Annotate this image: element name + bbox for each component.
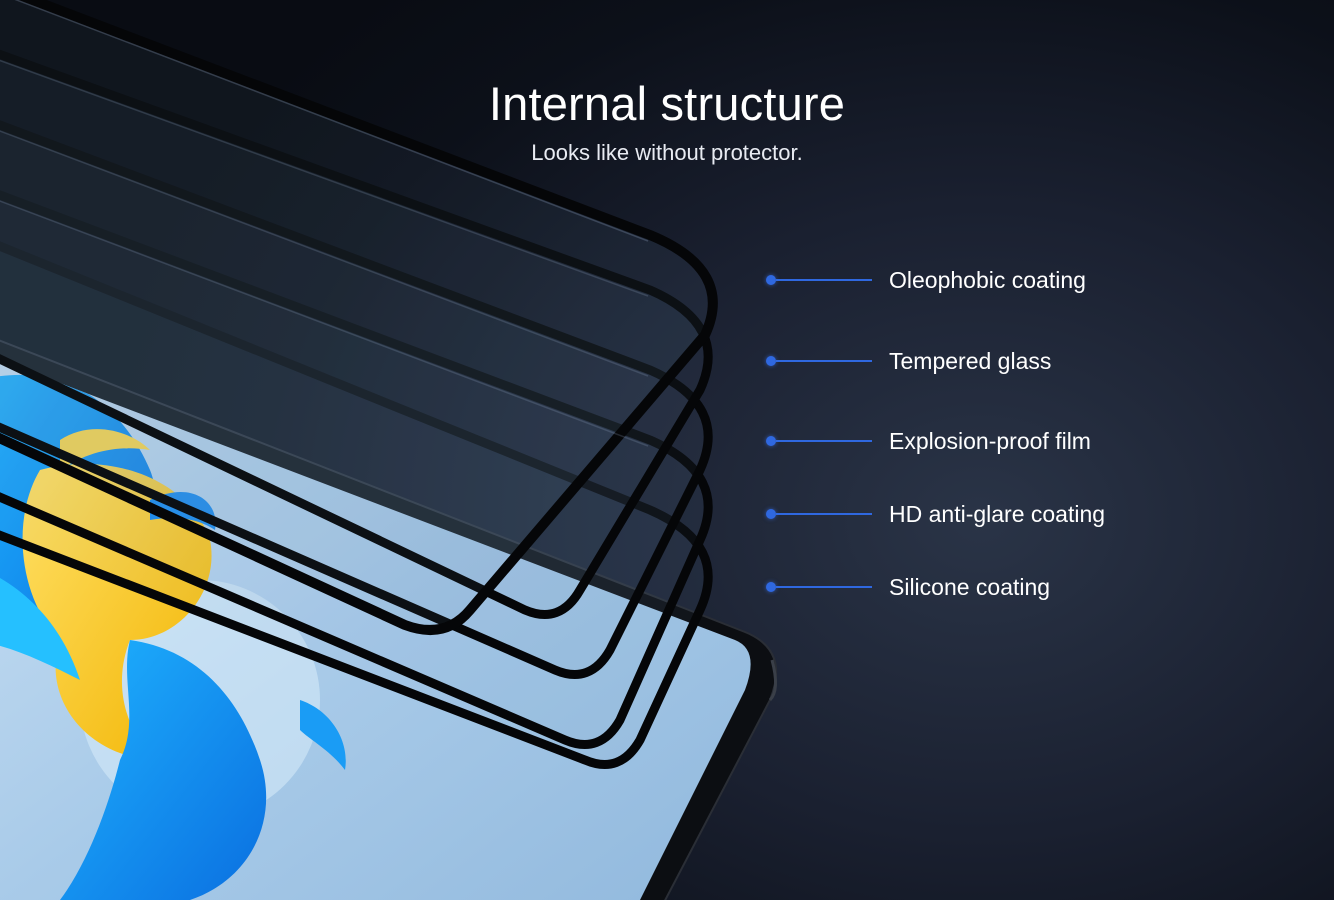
- callout-line: [776, 513, 872, 515]
- layer-silicone-coating: [0, 241, 713, 769]
- callout-line: [776, 586, 872, 588]
- layer-callout-hd-antiglare: HD anti-glare coating: [766, 500, 1105, 528]
- callout-line: [776, 360, 872, 362]
- phone-side-edge: [768, 659, 777, 702]
- page-subtitle: Looks like without protector.: [531, 140, 803, 165]
- layer-tempered-glass: [0, 49, 713, 619]
- callout-dot: [766, 356, 776, 366]
- layer-callout-explosion-proof: Explosion-proof film: [766, 427, 1091, 455]
- callout-dot: [766, 275, 776, 285]
- callout-line: [776, 279, 872, 281]
- header: Internal structure Looks like without pr…: [0, 74, 1334, 168]
- layer-label: Oleophobic coating: [889, 266, 1086, 293]
- layer-callout-oleophobic: Oleophobic coating: [766, 266, 1086, 294]
- callout-dot: [766, 436, 776, 446]
- layer-oleophobic-coating: [0, 0, 718, 635]
- callout-dot: [766, 509, 776, 519]
- layer-label: Silicone coating: [889, 573, 1051, 600]
- layer-label: Explosion-proof film: [889, 427, 1091, 454]
- layer-label: Tempered glass: [889, 347, 1052, 374]
- layer-hd-antiglare-coating: [0, 190, 713, 749]
- layer-callout-silicone: Silicone coating: [766, 573, 1050, 601]
- layer-callout-tempered-glass: Tempered glass: [766, 347, 1051, 375]
- page-title: Internal structure: [488, 77, 846, 130]
- callout-dot: [766, 582, 776, 592]
- callout-line: [776, 440, 872, 442]
- layer-label: HD anti-glare coating: [889, 500, 1106, 527]
